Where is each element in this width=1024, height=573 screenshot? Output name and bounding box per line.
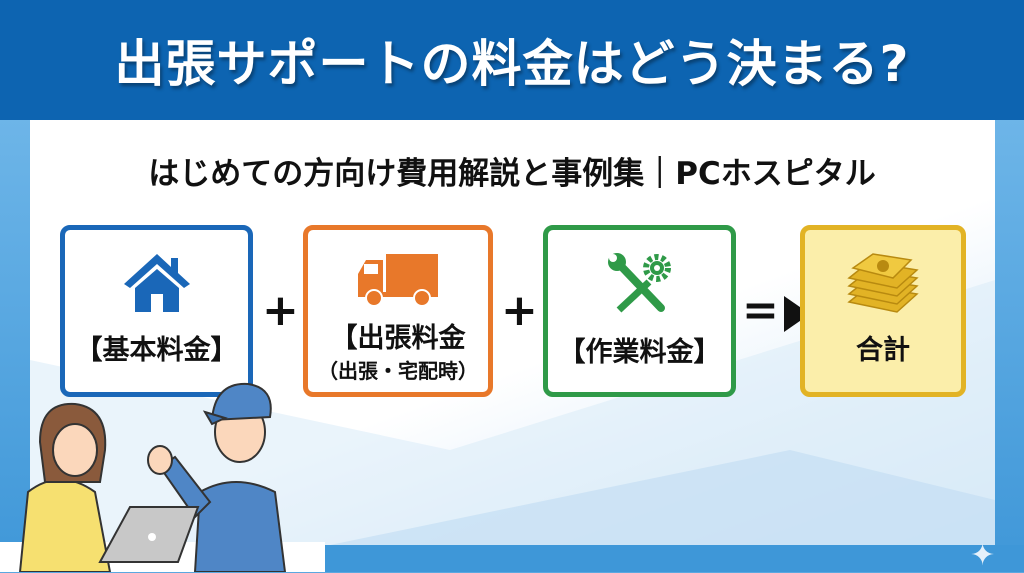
header-banner: 出張サポートの料金はどう決まる? bbox=[0, 0, 1024, 120]
sparkle-icon: ✦ bbox=[970, 538, 996, 573]
house-icon bbox=[123, 254, 190, 312]
subtitle: はじめての方向け費用解説と事例集｜PCホスピタル bbox=[148, 156, 876, 192]
basic-fee-label: 【基本料金】 bbox=[75, 335, 238, 366]
basic-fee-box: 【基本料金】 bbox=[60, 225, 253, 397]
travel-fee-box: 【出張料金 （出張・宅配時） bbox=[303, 225, 493, 397]
travel-fee-label: 【出張料金 bbox=[330, 323, 466, 354]
equals-sign: = bbox=[742, 285, 779, 336]
plus-sign: + bbox=[501, 285, 538, 336]
money-stack-icon bbox=[847, 253, 919, 313]
plus-sign: + bbox=[262, 285, 299, 336]
work-fee-label: 【作業料金】 bbox=[558, 337, 721, 368]
truck-icon bbox=[358, 254, 438, 307]
background-shapes bbox=[30, 280, 995, 545]
bottom-band bbox=[325, 545, 1024, 572]
work-fee-box: 【作業料金】 bbox=[543, 225, 736, 397]
total-box: 合計 bbox=[800, 225, 966, 397]
travel-fee-note: （出張・宅配時） bbox=[318, 359, 478, 383]
total-label: 合計 bbox=[856, 335, 910, 366]
wrench-gear-icon bbox=[607, 253, 671, 313]
customer-and-technician-illustration bbox=[0, 382, 325, 572]
page-title: 出張サポートの料金はどう決まる? bbox=[114, 35, 910, 93]
